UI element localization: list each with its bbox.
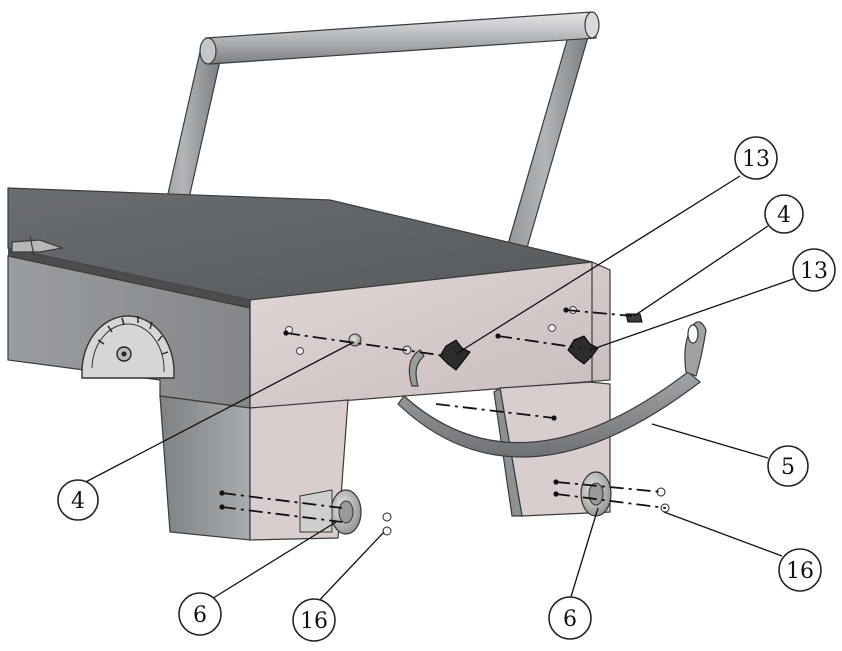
callout-circle bbox=[57, 479, 99, 521]
callout-c6a: 6 bbox=[178, 592, 222, 636]
star-knob-right bbox=[567, 335, 599, 365]
axis-left-foot-upper bbox=[221, 492, 343, 509]
leader-13-right bbox=[589, 277, 797, 351]
axis-right-foot-upper bbox=[555, 481, 663, 493]
leader-4-left bbox=[77, 341, 355, 487]
callout-circle bbox=[548, 596, 592, 640]
leader-16-left bbox=[313, 531, 385, 607]
leader-6-left bbox=[209, 521, 337, 601]
callout-c5: 5 bbox=[767, 445, 809, 487]
fastener-set bbox=[285, 306, 670, 536]
callout-circle bbox=[764, 194, 804, 234]
callout-label: 16 bbox=[786, 559, 814, 584]
screw-right bbox=[656, 487, 670, 513]
callout-label: 4 bbox=[71, 489, 85, 514]
body-housing bbox=[7, 187, 611, 409]
callout-c13b: 13 bbox=[792, 248, 836, 292]
callout-label: 13 bbox=[742, 147, 770, 172]
callout-circle bbox=[792, 248, 836, 292]
callout-label: 6 bbox=[563, 607, 577, 632]
callout-circle bbox=[767, 445, 809, 487]
foot-pad-left bbox=[299, 489, 362, 535]
leader-16-right bbox=[663, 511, 783, 557]
callout-circle bbox=[178, 592, 222, 636]
leader-lines bbox=[77, 175, 797, 607]
foot-pad-right bbox=[580, 471, 612, 517]
callout-circle bbox=[292, 598, 336, 642]
callout-c6b: 6 bbox=[548, 596, 592, 640]
callout-c16a: 16 bbox=[778, 548, 822, 592]
axis-strap bbox=[435, 403, 555, 419]
callout-c4a: 4 bbox=[764, 194, 804, 234]
callout-label: 5 bbox=[781, 455, 795, 480]
leader-4-top bbox=[633, 225, 769, 317]
callout-group: 13 4 13 5 4 16 6 16 6 bbox=[57, 136, 836, 642]
callout-label: 6 bbox=[193, 603, 207, 628]
leader-5 bbox=[651, 423, 769, 459]
axis-upper-mid bbox=[497, 335, 581, 349]
callout-c13a: 13 bbox=[734, 136, 778, 180]
callout-c4b: 4 bbox=[57, 479, 99, 521]
axis-left-foot-lower bbox=[221, 506, 343, 523]
callout-label: 16 bbox=[300, 609, 328, 634]
callout-circle bbox=[734, 136, 778, 180]
callout-label: 13 bbox=[800, 259, 828, 284]
callout-circle bbox=[778, 548, 822, 592]
callout-label: 4 bbox=[777, 203, 791, 228]
screw-left bbox=[382, 512, 392, 536]
callout-c16b: 16 bbox=[292, 598, 336, 642]
leader-13-top bbox=[455, 175, 741, 355]
axis-upper-right bbox=[565, 309, 633, 317]
axis-right-foot-lower bbox=[555, 493, 667, 509]
carry-strap bbox=[397, 321, 707, 458]
star-knob-left bbox=[439, 339, 471, 371]
angle-gauge bbox=[81, 315, 175, 379]
leader-6-right bbox=[569, 507, 599, 601]
assembly-axes bbox=[219, 307, 667, 523]
